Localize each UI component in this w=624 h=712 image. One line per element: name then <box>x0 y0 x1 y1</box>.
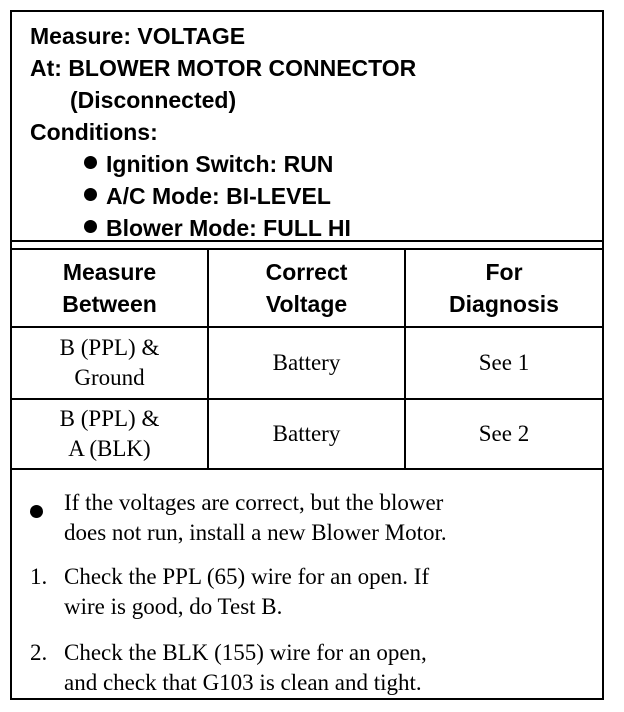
test-header: Measure: VOLTAGE At: BLOWER MOTOR CONNEC… <box>12 12 602 242</box>
note-item: If the voltages are correct, but the blo… <box>30 488 590 548</box>
voltage-cell: Battery <box>207 398 406 470</box>
conditions-label: Conditions: <box>30 119 158 145</box>
bullet-icon <box>84 188 97 201</box>
bullet-icon <box>84 156 97 169</box>
divider <box>12 248 602 250</box>
condition-item: A/C Mode: BI-LEVEL <box>84 180 331 212</box>
bullet-icon <box>30 496 43 526</box>
measure-between-cell: B (PPL) &A (BLK) <box>12 398 209 470</box>
bullet-icon <box>84 220 97 233</box>
note-item: 2. Check the BLK (155) wire for an open,… <box>30 640 427 695</box>
condition-item: Ignition Switch: RUN <box>84 148 333 180</box>
measure-between-cell: B (PPL) &Ground <box>12 326 209 400</box>
location-note: (Disconnected) <box>70 87 237 113</box>
table-row: B (PPL) &Ground Battery See 1 <box>12 326 602 400</box>
diagnostic-chart: Measure: VOLTAGE At: BLOWER MOTOR CONNEC… <box>10 10 604 700</box>
note-number: 2. <box>30 640 48 665</box>
divider <box>12 240 602 242</box>
voltage-cell: Battery <box>207 326 406 400</box>
table-row: B (PPL) &A (BLK) Battery See 2 <box>12 398 602 470</box>
note-item: 1. Check the PPL (65) wire for an open. … <box>30 564 430 619</box>
location-line: At: BLOWER MOTOR CONNECTOR <box>30 55 417 81</box>
diagnosis-cell: See 1 <box>404 326 602 400</box>
condition-item: Blower Mode: FULL HI <box>84 212 351 244</box>
note-number: 1. <box>30 564 48 589</box>
diagnosis-cell: See 2 <box>404 398 602 470</box>
measure-line: Measure: VOLTAGE <box>30 23 246 49</box>
